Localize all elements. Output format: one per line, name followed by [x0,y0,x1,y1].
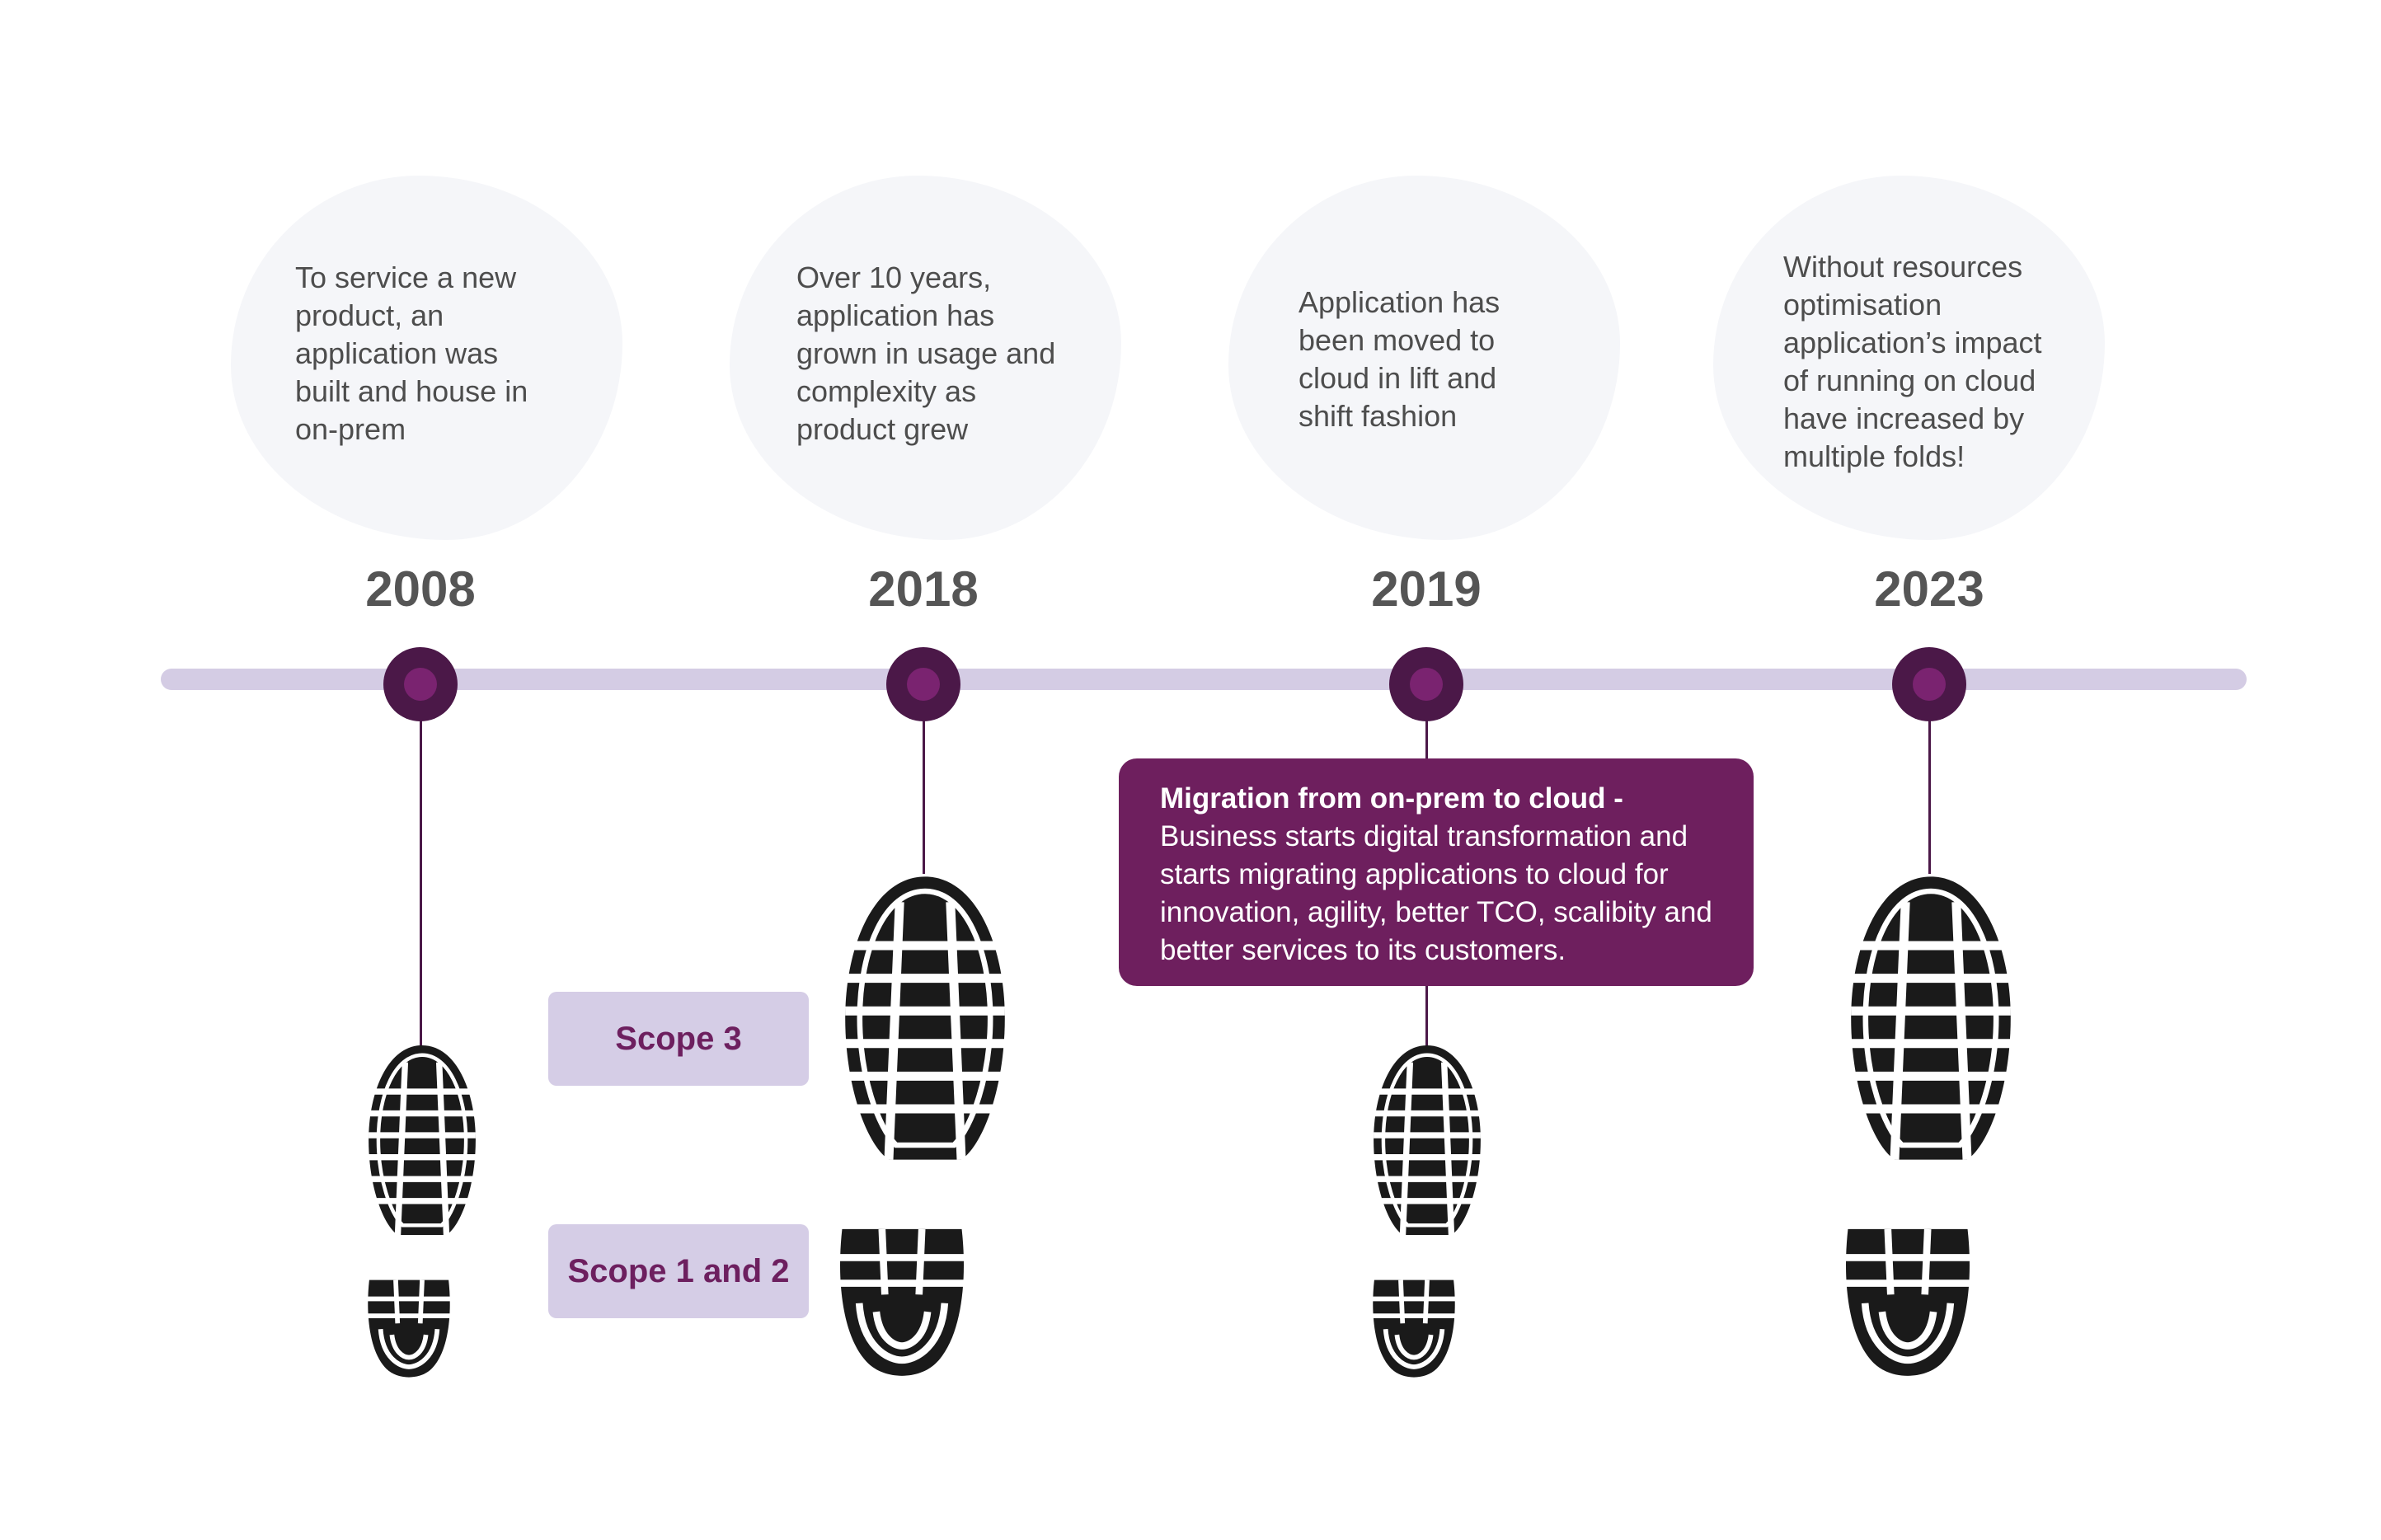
callout-text: Migration from on-prem to cloud - Busine… [1160,780,1737,970]
milestone-2019-text: Application has been moved to cloud in l… [1299,285,1500,433]
footprint-front-icon [1840,870,2022,1167]
footprint-heel-icon [359,1276,458,1380]
footprint-front-icon [361,1043,483,1237]
callout-body: Business starts digital transformation a… [1160,820,1712,966]
scope-1-and-2-label: Scope 1 and 2 [548,1224,809,1318]
scope-3-label: Scope 3 [548,992,809,1086]
milestone-2023-text: Without resources optimisation applicati… [1783,250,2042,473]
callout-heading: Migration from on-prem to cloud - [1160,782,1623,815]
milestone-2008-text: To service a new product, an application… [295,261,528,446]
timeline-node-2008 [383,647,458,721]
footprint-heel-icon [828,1223,976,1380]
stem-2019-top [1425,709,1428,758]
bubble-2023 [1713,176,2105,540]
timeline-node-2023 [1892,647,1966,721]
stem-2023 [1928,709,1931,874]
year-2019: 2019 [1371,561,1482,617]
stem-2019-bottom [1425,986,1428,1047]
year-2008: 2008 [365,561,476,617]
stem-2018 [923,709,925,874]
timeline-node-2018 [886,647,960,721]
bubble-2019 [1228,176,1620,540]
stem-2008 [420,709,422,1047]
bubble-2018 [730,176,1121,540]
footprint-heel-icon [1364,1276,1463,1380]
year-2023: 2023 [1874,561,1984,617]
timeline-node-2019 [1389,647,1463,721]
milestone-2018-text: Over 10 years, application has grown in … [796,261,1056,446]
year-2018: 2018 [868,561,979,617]
bubble-2008 [231,176,622,540]
footprint-heel-icon [1834,1223,1982,1380]
footprint-front-icon [1366,1043,1488,1237]
migration-callout: Migration from on-prem to cloud - Busine… [1119,758,1754,986]
footprint-front-icon [834,870,1016,1167]
